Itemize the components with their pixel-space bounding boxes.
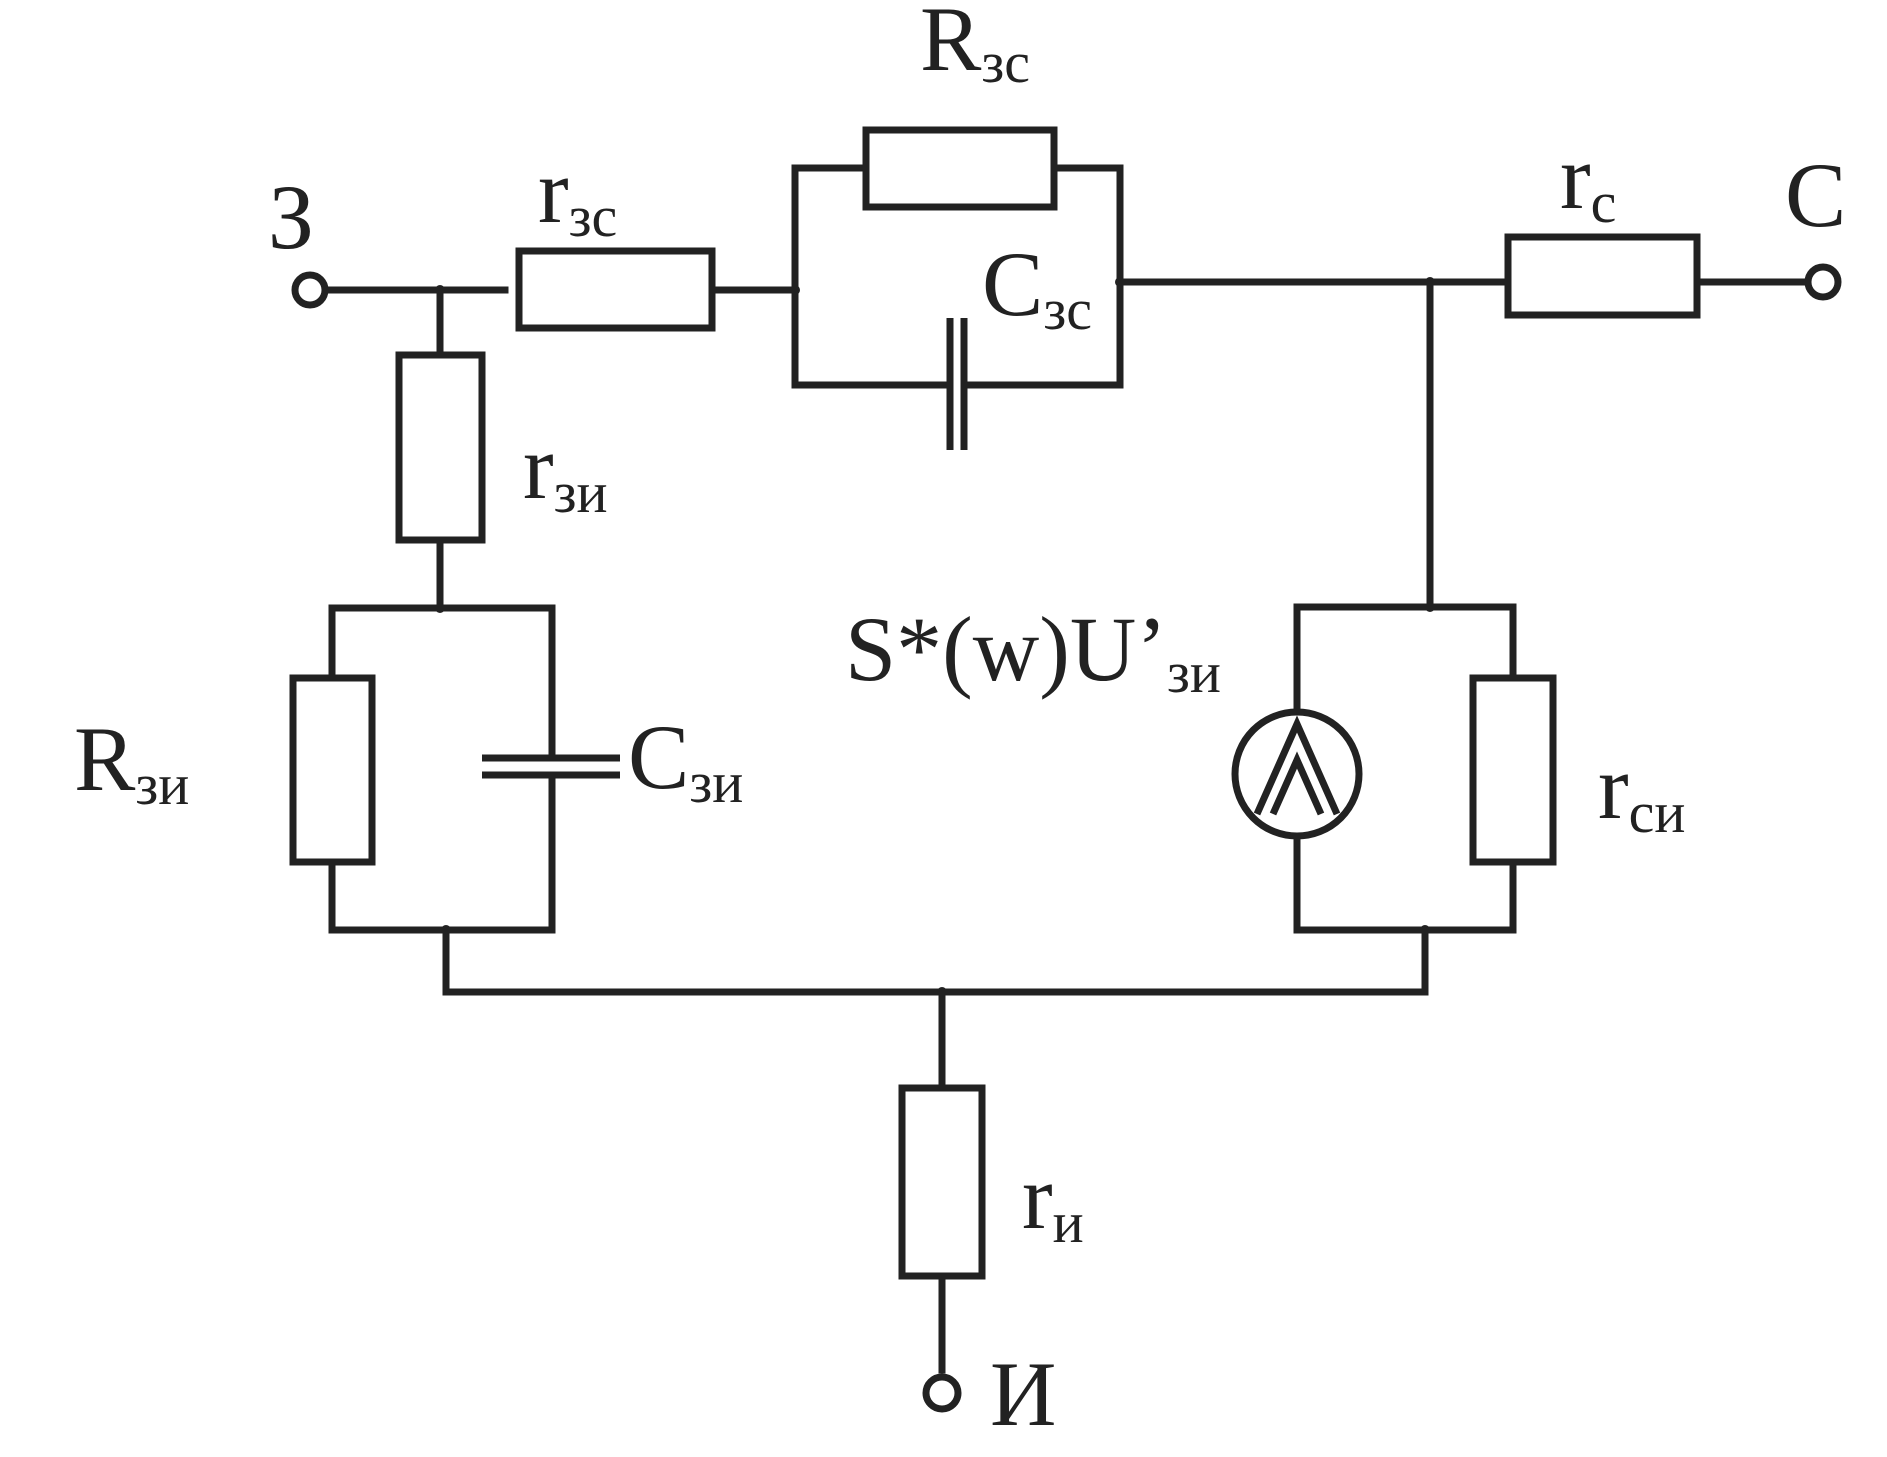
label-R-zs: Rзс bbox=[920, 0, 1030, 95]
resistor-r-i bbox=[898, 1084, 986, 1280]
label-r-zi: rзи bbox=[523, 416, 608, 525]
label-r-zs: rзс bbox=[538, 140, 617, 249]
terminal-drain-label: С bbox=[1785, 144, 1846, 246]
terminal-source[interactable] bbox=[922, 1373, 962, 1413]
capacitor-C-zs bbox=[946, 318, 968, 450]
terminal-drain[interactable] bbox=[1804, 263, 1842, 301]
resistor-R-zs bbox=[862, 126, 1058, 211]
terminal-gate-label: З bbox=[268, 166, 314, 268]
current-source-icon bbox=[1231, 708, 1363, 840]
label-C-zs: Cзс bbox=[982, 233, 1092, 342]
terminal-source-label: И bbox=[990, 1343, 1056, 1445]
resistor-r-si bbox=[1469, 674, 1557, 866]
label-r-i: rи bbox=[1022, 1146, 1084, 1255]
junction-dots bbox=[435, 277, 1435, 997]
resistor-r-zi bbox=[395, 351, 486, 544]
resistor-r-c bbox=[1504, 233, 1701, 319]
resistor-r-zs bbox=[515, 247, 716, 332]
resistor-R-zi bbox=[289, 674, 376, 866]
terminal-gate[interactable] bbox=[291, 271, 329, 309]
label-r-si: rси bbox=[1598, 736, 1685, 845]
capacitor-C-zi bbox=[482, 754, 620, 779]
label-r-c: rс bbox=[1560, 126, 1616, 235]
label-C-zi: Cзи bbox=[628, 706, 743, 815]
label-current-source: S*(w)U’зи bbox=[845, 598, 1221, 705]
label-R-zi: Rзи bbox=[74, 708, 189, 817]
